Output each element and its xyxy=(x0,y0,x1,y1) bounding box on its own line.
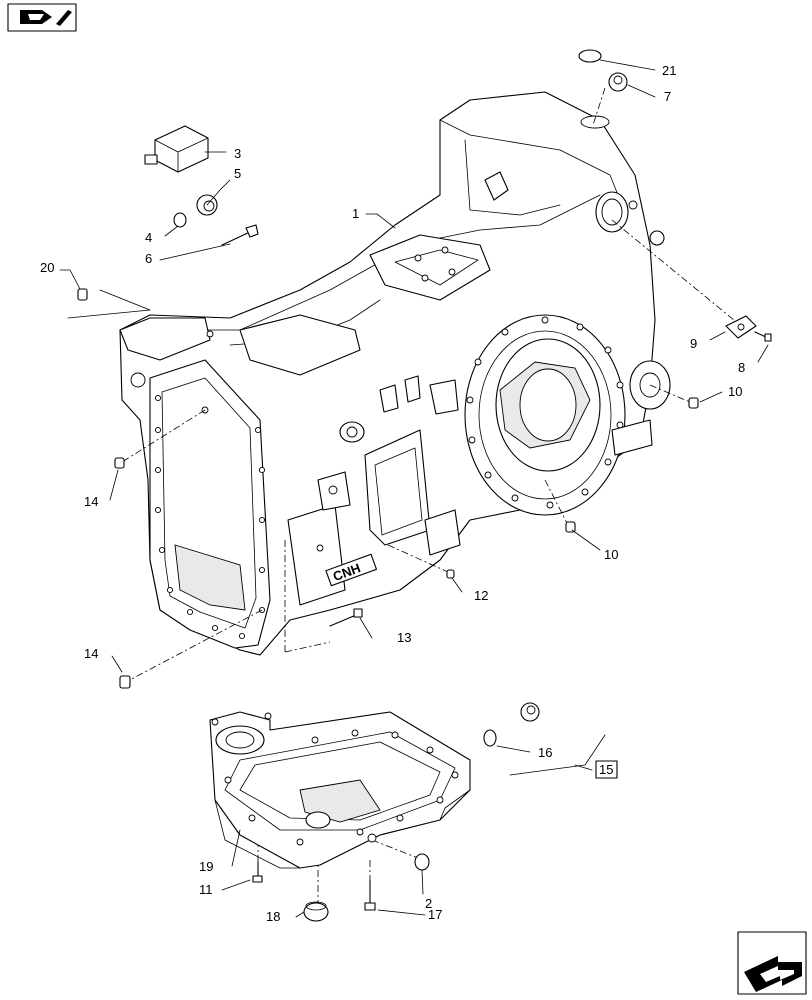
dowel-part-20[interactable] xyxy=(77,288,88,301)
callout-14-upper: 14 xyxy=(84,494,98,509)
callout-8: 8 xyxy=(738,360,745,375)
callout-18: 18 xyxy=(266,909,280,924)
callout-15: 15 xyxy=(599,762,613,777)
bolt-part-13[interactable] xyxy=(329,608,363,627)
callout-13: 13 xyxy=(397,630,411,645)
callout-12: 12 xyxy=(474,588,488,603)
callout-7: 7 xyxy=(664,89,671,104)
dowel-part-10-upper[interactable] xyxy=(688,397,699,409)
callout-10-lower: 10 xyxy=(604,547,618,562)
hex-coupler-part-3[interactable] xyxy=(144,125,209,173)
o-ring-part-4[interactable] xyxy=(173,212,187,228)
callout-3: 3 xyxy=(234,146,241,161)
screw-part-8[interactable] xyxy=(754,331,772,342)
plug-part-7[interactable] xyxy=(608,72,628,92)
plug-part-2[interactable] xyxy=(414,853,430,871)
callout-14-lower: 14 xyxy=(84,646,98,661)
oil-pan-part-19 xyxy=(209,711,471,869)
plug-part-16[interactable] xyxy=(520,702,540,722)
book-arrow-icon[interactable] xyxy=(7,3,77,32)
bracket-part-9[interactable] xyxy=(725,315,757,339)
dowel-part-12[interactable] xyxy=(446,569,455,579)
callout-15-box[interactable]: 15 xyxy=(595,760,618,779)
navigation-arrow-icon[interactable] xyxy=(737,931,807,995)
callout-17: 17 xyxy=(428,907,442,922)
callout-6: 6 xyxy=(145,251,152,266)
callout-1: 1 xyxy=(352,206,359,221)
dowel-part-14-lower[interactable] xyxy=(119,675,131,689)
leader-lines xyxy=(59,59,769,918)
transmission-housing: CNH xyxy=(119,91,671,656)
callout-4: 4 xyxy=(145,230,152,245)
flange-bolt-holes xyxy=(466,316,624,509)
bolt-part-17[interactable] xyxy=(364,879,376,911)
callout-labels: 1 2 3 4 5 6 7 8 9 10 10 11 12 13 14 14 1… xyxy=(40,63,745,924)
callout-19: 19 xyxy=(199,859,213,874)
callout-2: 2 xyxy=(425,896,432,911)
dowel-part-14-upper[interactable] xyxy=(114,457,125,469)
bolt-part-6[interactable] xyxy=(221,224,259,246)
plug-part-18[interactable] xyxy=(303,901,329,922)
callout-21: 21 xyxy=(662,63,676,78)
callout-16: 16 xyxy=(538,745,552,760)
o-ring-part-16[interactable] xyxy=(483,729,497,747)
callout-11: 11 xyxy=(199,882,213,897)
callout-20: 20 xyxy=(40,260,54,275)
callout-10-upper: 10 xyxy=(728,384,742,399)
callout-9: 9 xyxy=(690,336,697,351)
callout-5: 5 xyxy=(234,166,241,181)
dowel-part-10-lower[interactable] xyxy=(565,521,576,533)
o-ring-part-21[interactable] xyxy=(578,49,602,63)
bolt-part-11[interactable] xyxy=(252,861,263,883)
